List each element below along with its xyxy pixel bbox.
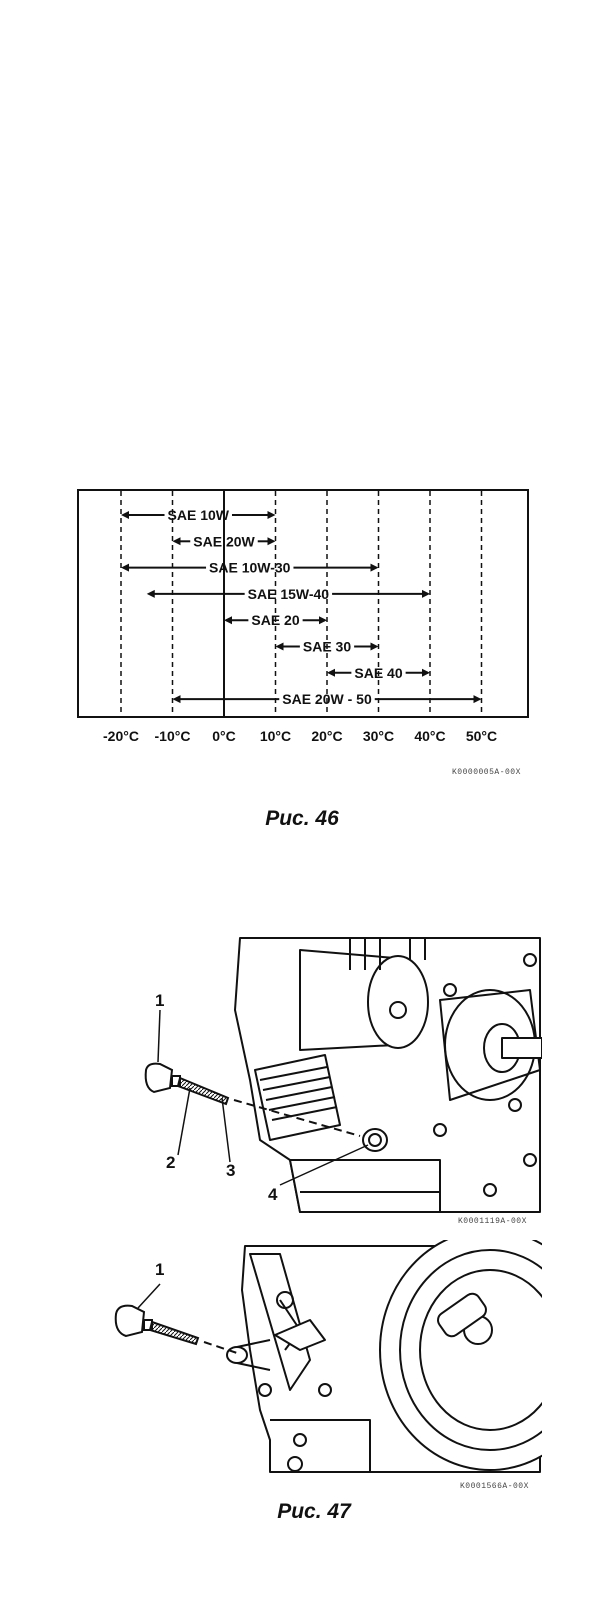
figure47-caption: Рис. 47 [277,1500,351,1523]
callout-3-top: 3 [226,1161,236,1180]
range-arrow-left-2 [121,563,129,572]
range-arrow-left-6 [327,668,335,677]
range-arrow-right-0 [267,511,276,519]
viscosity-chart-frame [77,489,529,718]
range-arrow-right-4 [319,616,327,625]
range-arrow-left-3 [146,589,155,598]
range-arrow-right-3 [422,589,430,598]
figure47-bottom-code: K0001566A-00X [460,1482,529,1491]
x-tick-label-1: -10°C [155,728,191,744]
range-label-6: SAE 40 [354,665,402,681]
figure46-caption: Рис. 46 [265,807,339,830]
callout-2-top: 2 [166,1153,176,1172]
callout-1-bottom: 1 [155,1260,165,1279]
figure46-code: K0000005A-00X [452,768,521,777]
range-label-0: SAE 10W [168,507,230,523]
range-arrow-right-7 [473,695,482,704]
range-arrow-right-1 [267,537,276,546]
figure47-top-code: K0001119A-00X [458,1217,527,1226]
range-arrow-right-2 [370,563,379,572]
engine-dipstick-illustration-top [144,937,542,1213]
range-label-4: SAE 20 [251,612,299,628]
range-label-7: SAE 20W - 50 [282,691,372,707]
range-label-3: SAE 15W-40 [248,586,330,602]
range-arrow-right-5 [370,642,379,651]
x-tick-label-2: 0°C [212,728,236,744]
range-label-2: SAE 10W-30 [209,560,291,576]
range-arrow-left-0 [121,511,129,519]
range-arrow-left-1 [172,537,181,546]
x-tick-label-4: 20°C [311,728,342,744]
x-tick-label-6: 40°C [414,728,445,744]
engine-dipstick-illustration-bottom [114,1240,542,1473]
viscosity-chart: -20°C -10°C 0°C 10°C 20°C 30°C 40°C 50°C SAE 10W… [103,491,497,744]
x-tick-label-0: -20°C [103,728,139,744]
range-arrow-left-4 [224,616,232,625]
x-tick-label-5: 30°C [363,728,394,744]
x-tick-label-7: 50°C [466,728,497,744]
range-arrow-left-7 [172,695,181,704]
range-label-5: SAE 30 [303,639,351,655]
range-arrow-left-5 [275,642,284,651]
x-tick-label-3: 10°C [260,728,291,744]
range-arrow-right-6 [422,668,430,677]
range-label-1: SAE 20W [193,533,255,549]
callout-1-top: 1 [155,991,165,1010]
callout-4-top: 4 [268,1185,278,1204]
